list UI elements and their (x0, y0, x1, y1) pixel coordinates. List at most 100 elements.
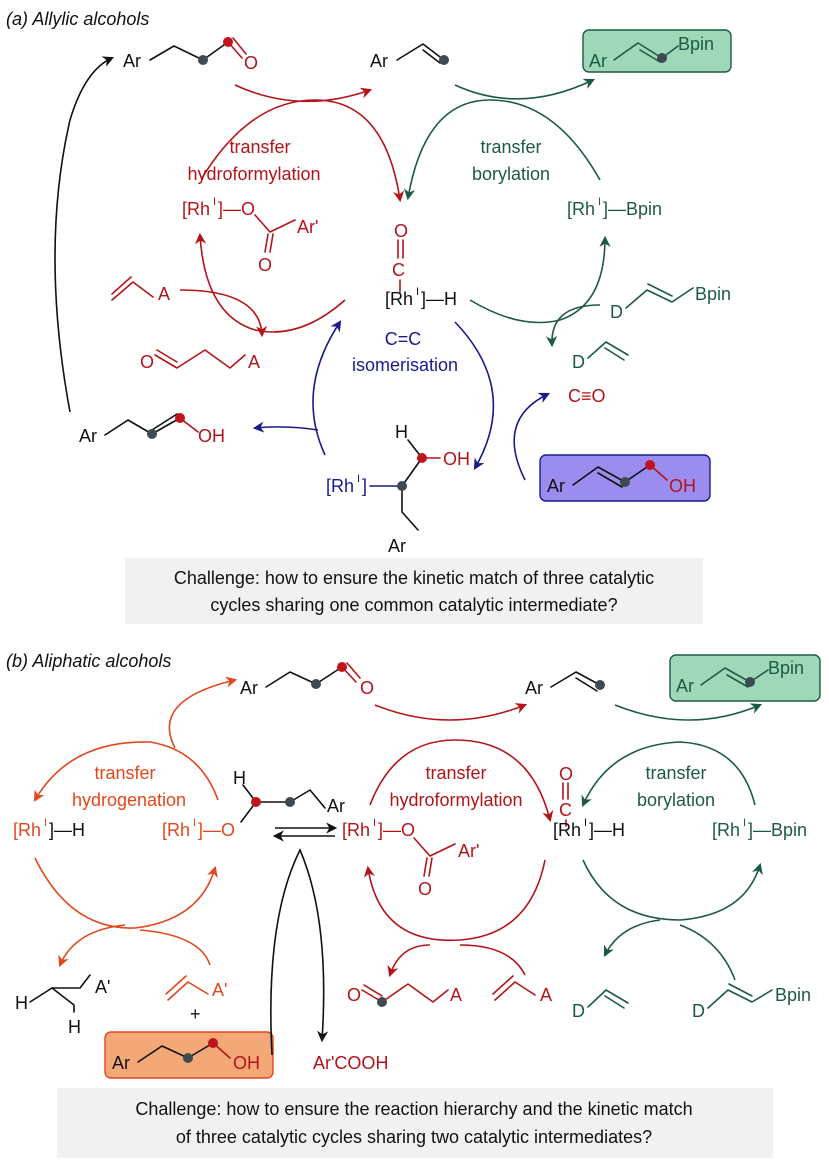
cycle-arc-borylation-bottom (469, 235, 611, 324)
vinyl-boronate-product-b: Ar Bpin (676, 658, 804, 696)
cycle-arc-borylation-top (404, 99, 601, 201)
cycle-arc-hydroformylation-top (201, 99, 405, 203)
arrow-allyl-alcohol-in (513, 392, 551, 481)
styrene-molecule: Ar (370, 43, 449, 71)
svg-text:Ar: Ar (589, 51, 607, 71)
svg-text:]—H: ]—H (421, 289, 457, 309)
cycle-arc-isomerisation-right (454, 321, 495, 470)
svg-text:O: O (394, 221, 408, 241)
panel-a-heading: (a) Allylic alcohols (6, 9, 149, 29)
alkene-a-reagent: A (111, 276, 170, 304)
aliphatic-alcohol-substrate: Ar OH (112, 1038, 260, 1073)
rh-hydride-carbonyl: O C [Rh I ]—H (385, 221, 457, 309)
rh-benzoate-complex-b: [Rh I ]—O O Ar' (342, 817, 479, 899)
arrow-aldehyde-to-styrene-b (374, 703, 528, 721)
carbon-atom-dot (183, 1053, 193, 1063)
svg-text:I: I (584, 817, 587, 829)
svg-text:Ar: Ar (79, 426, 97, 446)
svg-text:C: C (559, 800, 572, 820)
arrow-alkane-out (58, 924, 126, 968)
svg-text:A': A' (212, 980, 227, 1000)
svg-text:[Rh: [Rh (342, 820, 370, 840)
svg-text:borylation: borylation (472, 164, 550, 184)
svg-text:Ar: Ar (525, 678, 543, 698)
svg-text:O: O (244, 53, 258, 73)
cycle-arc-borylation-bottom-b (582, 859, 763, 921)
svg-text:D: D (572, 1001, 585, 1021)
styrene-molecule-b: Ar (525, 671, 605, 698)
alkene-a-prime-reagent: A' + (165, 975, 227, 1024)
svg-text:O: O (140, 352, 154, 372)
svg-text:Ar: Ar (388, 536, 406, 556)
aldehyde-a-product: O A (140, 349, 260, 372)
carbon-atom-dot (223, 37, 233, 47)
carbon-atom-dot (251, 797, 261, 807)
product-box-green (582, 29, 732, 73)
allylic-alcohol-substrate: Ar OH (547, 460, 696, 496)
svg-text:O: O (258, 255, 272, 275)
svg-text:[Rh: [Rh (712, 820, 740, 840)
carbon-atom-dot (198, 55, 208, 65)
carbon-atom-dot (285, 797, 295, 807)
challenge-b-line-1: Challenge: how to ensure the reaction hi… (135, 1099, 692, 1119)
vinyl-boronate-reagent: D Bpin (610, 283, 731, 322)
svg-text:C: C (392, 260, 405, 280)
carbon-atom-dot (208, 1038, 218, 1048)
aldehyde-a-product-b: O A (347, 983, 462, 1007)
cycle-arc-hydroformylation-bottom (194, 232, 346, 333)
svg-text:D: D (692, 1001, 705, 1021)
svg-text:Bpin: Bpin (678, 34, 714, 54)
arrow-styrene-to-product-b (614, 703, 763, 721)
product-box-green-b (669, 654, 821, 702)
svg-text:O: O (360, 678, 374, 698)
svg-text:[Rh: [Rh (182, 199, 210, 219)
arrow-aldehyde-to-styrene (234, 84, 373, 103)
rh-boryl-complex: [Rh I ]—Bpin (567, 196, 662, 219)
svg-text:H: H (15, 993, 28, 1013)
arrow-alkene-in (179, 289, 268, 338)
alkene-a-reagent-b: A (492, 975, 552, 1005)
aldehyde-molecule: Ar O (123, 37, 258, 73)
svg-text:O: O (347, 985, 361, 1005)
svg-text:]—Bpin: ]—Bpin (603, 199, 662, 219)
panel-b: (b) Aliphatic alcohols Ar O Ar Ar Bpin (6, 651, 821, 1158)
vinyl-boronate-reagent-b: D Bpin (692, 983, 811, 1021)
svg-text:A: A (540, 985, 552, 1005)
svg-text:Ar: Ar (370, 51, 388, 71)
challenge-a-line-2: cycles sharing one common catalytic inte… (210, 595, 617, 615)
carbon-atom-dot (745, 677, 755, 687)
carbon-atom-dot (417, 453, 427, 463)
arrow-styrene-to-product (454, 78, 596, 100)
carbon-atom-dot (645, 460, 655, 470)
svg-text:H: H (233, 768, 246, 788)
arrow-to-aldehyde-b (168, 676, 238, 749)
svg-text:hydrogenation: hydrogenation (72, 790, 186, 810)
svg-text:D: D (572, 352, 585, 372)
svg-text:]—H: ]—H (49, 820, 85, 840)
svg-text:transfer: transfer (229, 137, 290, 157)
panel-b-heading: (b) Aliphatic alcohols (6, 651, 171, 671)
aldehyde-molecule-b: Ar O (240, 662, 374, 698)
rh-hydride-orange: [Rh I ]—H (13, 817, 85, 840)
carbon-atom-dot (147, 429, 157, 439)
svg-text:H: H (68, 1017, 81, 1037)
arrow-d-alkene-out-b (603, 919, 661, 958)
svg-text:A: A (450, 985, 462, 1005)
rh-boryl-complex-b: [Rh I ]—Bpin (712, 817, 807, 840)
svg-text:Ar': Ar' (458, 841, 479, 861)
challenge-a-line-1: Challenge: how to ensure the kinetic mat… (174, 568, 654, 588)
cycle-arc-hydroformylation-bottom-b (363, 859, 546, 942)
svg-text:OH: OH (198, 426, 225, 446)
svg-text:transfer: transfer (480, 137, 541, 157)
svg-text:]—O: ]—O (198, 820, 235, 840)
arrow-alcohol-to-acid (270, 848, 329, 1056)
svg-text:O: O (559, 764, 573, 784)
svg-text:A: A (158, 284, 170, 304)
svg-text:Ar: Ar (327, 796, 345, 816)
rh-benzoate-complex: [Rh I ]—O O Ar' (182, 196, 318, 275)
carbon-atom-dot (439, 55, 449, 65)
vinyl-boronate-product: Ar Bpin (589, 34, 714, 71)
arrow-alkene-a-prime-in (139, 929, 211, 966)
svg-text:[Rh: [Rh (385, 289, 413, 309)
svg-text:Bpin: Bpin (695, 284, 731, 304)
